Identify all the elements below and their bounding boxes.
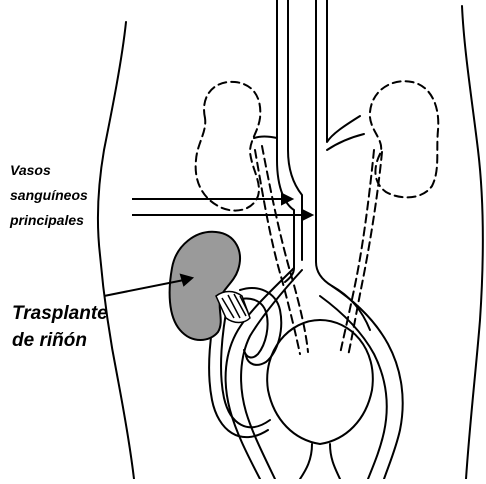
kidney-transplant-label-line-2: de riñón <box>12 327 108 354</box>
aorta <box>277 0 294 282</box>
aorta-branch <box>254 137 277 139</box>
vena-cava-inner <box>327 0 360 142</box>
blood-vessels-label-line-2: sanguíneos <box>10 183 88 208</box>
torso-outline-right <box>462 6 483 479</box>
kidney-transplant-label-line-1: Trasplante <box>12 300 108 327</box>
blood-vessels-label-line-1: Vasos <box>10 158 88 183</box>
vessel-arrow-2-head <box>302 210 312 220</box>
bladder <box>267 320 373 444</box>
native-kidney-right <box>370 81 438 197</box>
vessel-arrow-1-head <box>282 194 292 204</box>
transplanted-kidney <box>170 232 240 340</box>
native-kidney-left <box>196 82 261 211</box>
blood-vessels-label: Vasos sanguíneos principales <box>10 158 88 233</box>
native-ureter-right <box>340 150 374 354</box>
blood-vessels-label-line-3: principales <box>10 208 88 233</box>
torso-outline-left <box>98 22 134 479</box>
left-iliac-inner <box>241 270 302 479</box>
kidney-transplant-label: Trasplante de riñón <box>12 300 108 354</box>
urethra <box>300 444 340 479</box>
